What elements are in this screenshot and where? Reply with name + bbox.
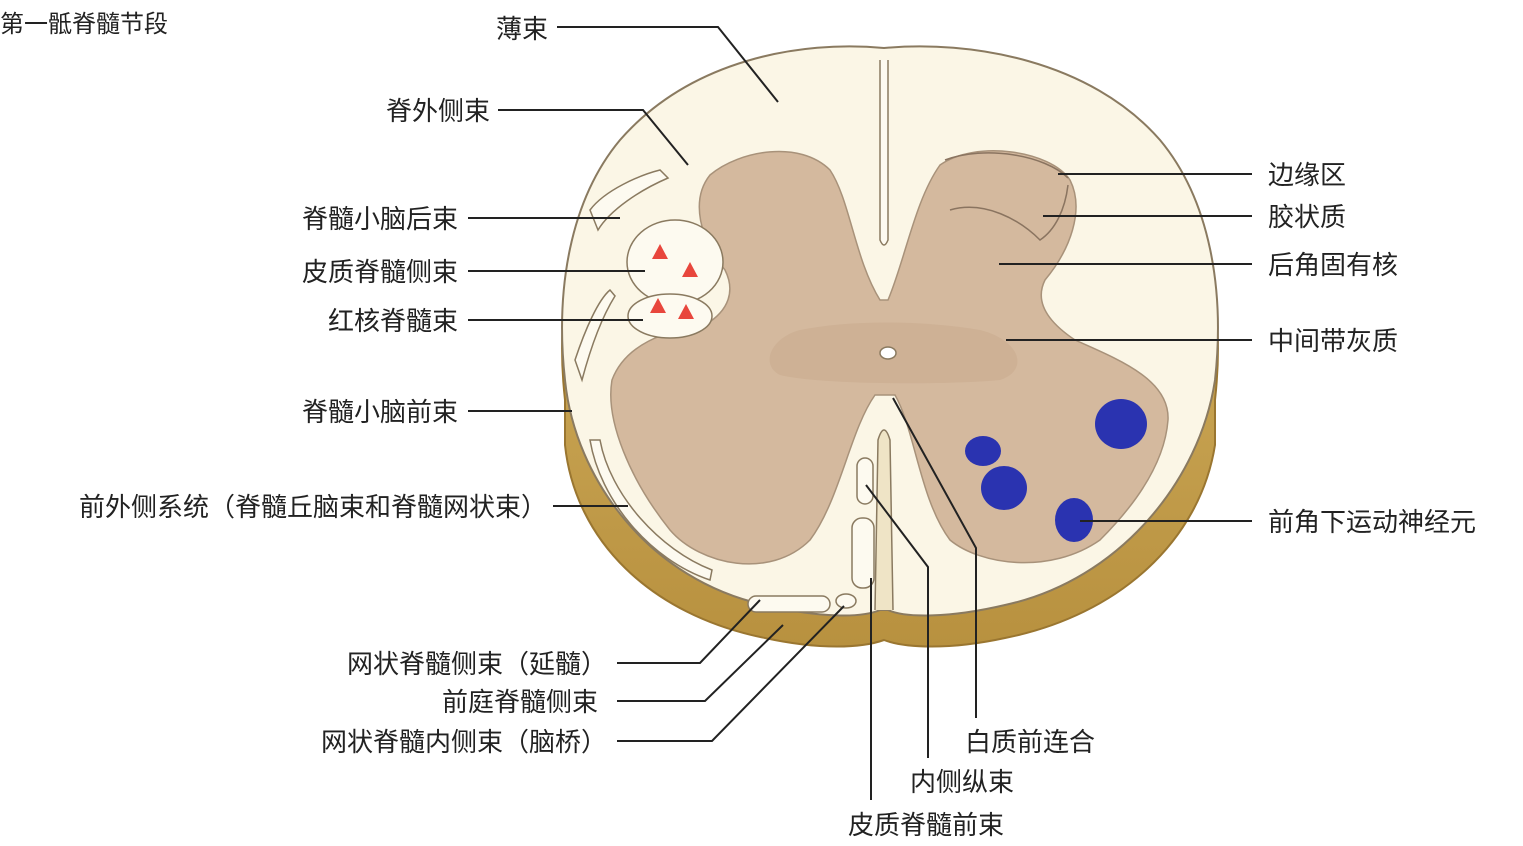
label-bai-zhi-qian-lian-he: 白质前连合 — [965, 728, 1095, 758]
motor-neuron-cell — [1095, 399, 1147, 449]
label-hong-he-ji-sui-shu: 红核脊髓束 — [328, 307, 458, 337]
figure-title: 第一骶脊髓节段 — [0, 10, 168, 38]
corticospinal-anterior-tract-outline — [852, 518, 874, 588]
reticulospinal-lateral-outline — [748, 596, 830, 612]
label-wang-zhuang-ji-sui-ce-shu: 网状脊髓侧束（延髓） — [347, 650, 607, 680]
label-pi-zhi-ji-sui-qian-shu: 皮质脊髓前束 — [848, 811, 1004, 841]
label-bian-yuan-qu: 边缘区 — [1268, 161, 1346, 191]
central-canal — [880, 347, 896, 359]
motor-neuron-cell — [965, 436, 1001, 466]
label-hou-jiao-gu-you-he: 后角固有核 — [1268, 251, 1398, 281]
label-jiao-zhuang-zhi: 胶状质 — [1268, 203, 1346, 233]
corticospinal-lateral-tract-region — [627, 220, 723, 304]
label-qian-jiao-xia-yun-dong-shen-jing-yuan: 前角下运动神经元 — [1268, 508, 1476, 538]
rubrospinal-tract-region — [628, 294, 712, 338]
label-zhong-jian-dai-hui-zhi: 中间带灰质 — [1268, 327, 1398, 357]
label-ji-wai-ce-shu: 脊外侧束 — [386, 97, 490, 127]
label-ji-sui-xiao-nao-hou-shu: 脊髓小脑后束 — [302, 205, 458, 235]
label-bo-shu: 薄束 — [496, 15, 548, 45]
motor-neuron-cell — [981, 466, 1027, 510]
medial-longitudinal-fasciculus-outline — [857, 458, 873, 504]
label-pi-zhi-ji-sui-ce-shu: 皮质脊髓侧束 — [302, 258, 458, 288]
anterior-median-fissure — [875, 430, 893, 610]
label-qian-wai-ce-xi-tong: 前外侧系统（脊髓丘脑束和脊髓网状束） — [79, 493, 547, 523]
label-nei-ce-zong-shu: 内侧纵束 — [910, 768, 1014, 798]
posterior-median-septum — [880, 60, 888, 245]
label-ji-sui-xiao-nao-qian-shu: 脊髓小脑前束 — [302, 398, 458, 428]
label-qian-ting-ji-sui-ce-shu: 前庭脊髓侧束 — [442, 688, 598, 718]
reticulospinal-medial-outline — [836, 594, 856, 608]
label-wang-zhuang-ji-sui-nei-ce-shu: 网状脊髓内侧束（脑桥） — [321, 728, 607, 758]
